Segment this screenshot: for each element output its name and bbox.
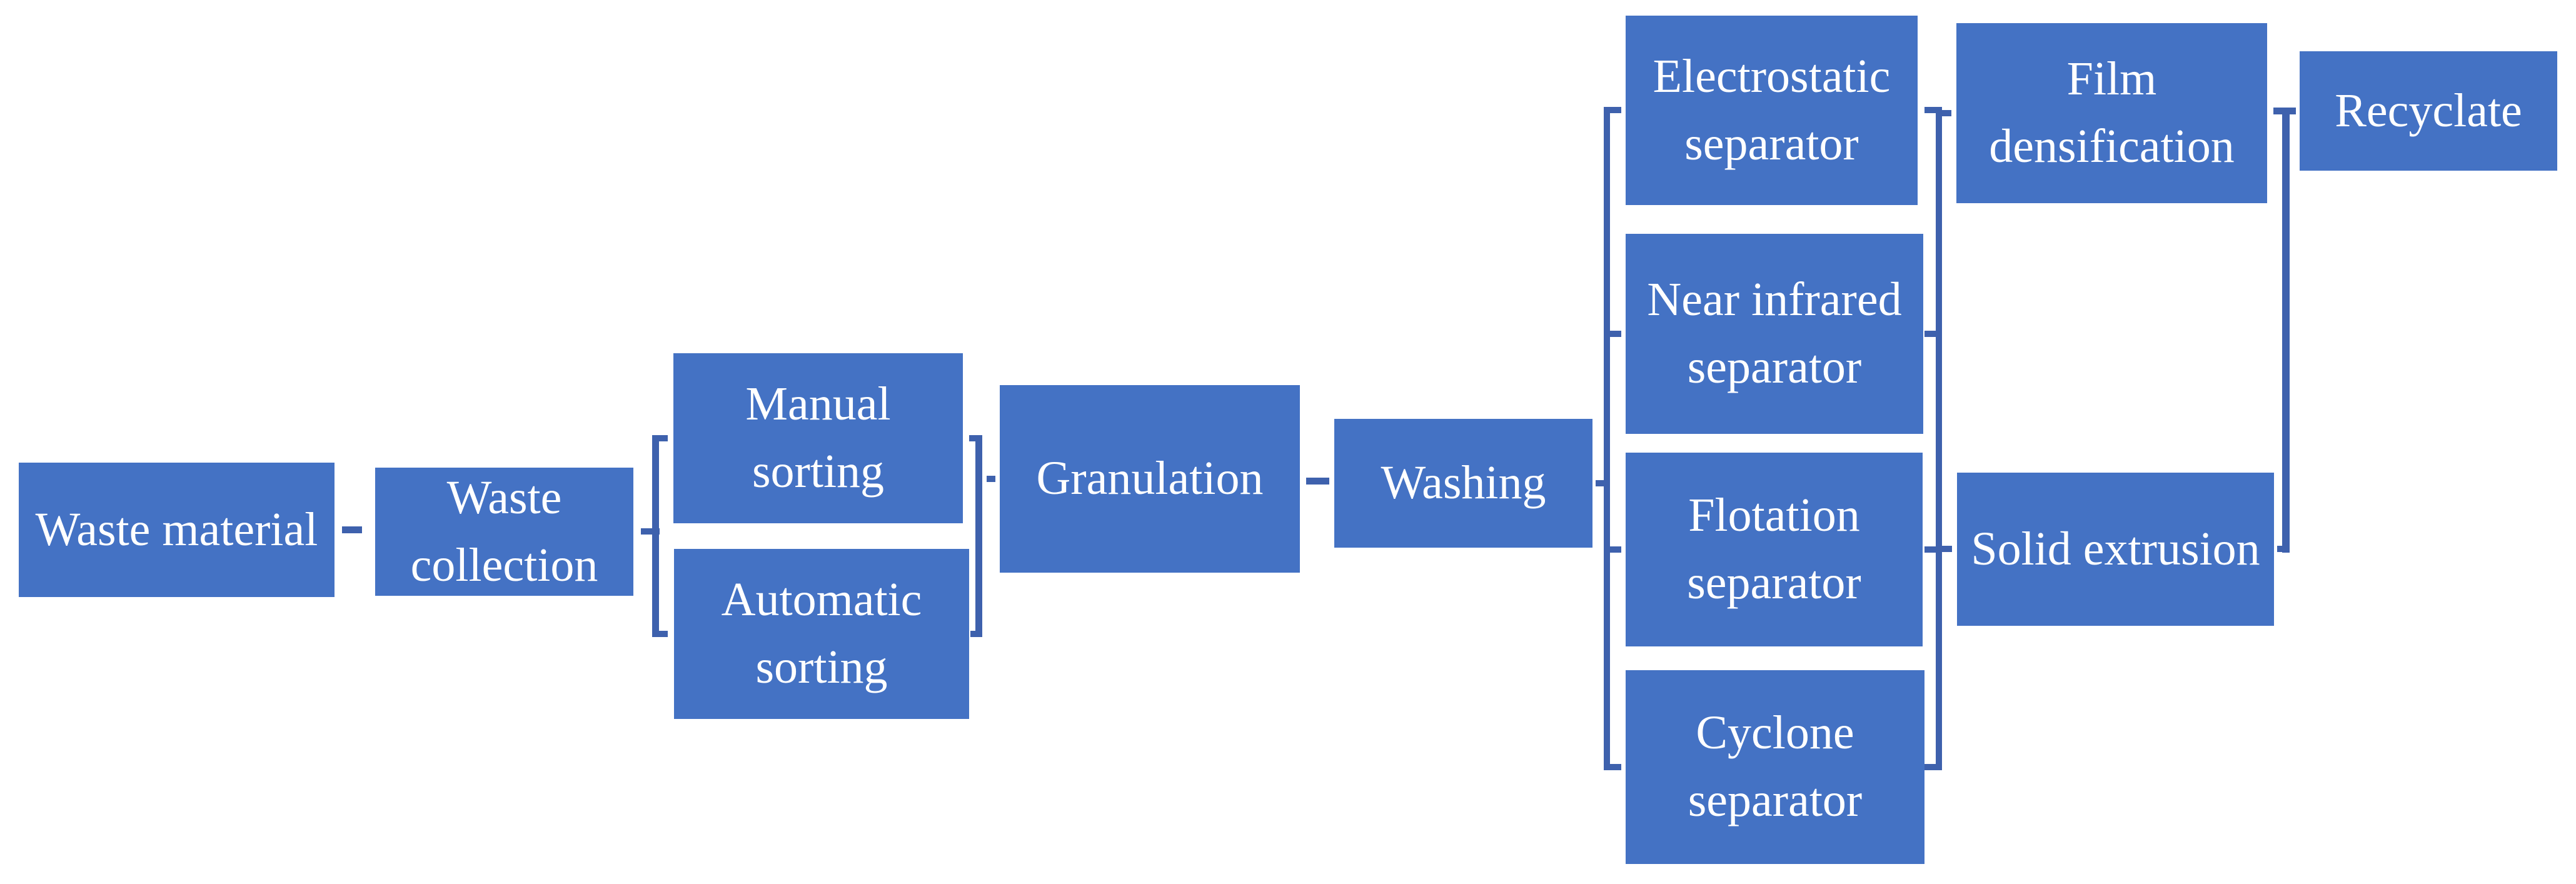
connector-film-densification-stub bbox=[1942, 110, 1951, 116]
node-recyclate: Recyclate bbox=[2300, 51, 2557, 171]
node-manual-sorting: Manual sorting bbox=[673, 353, 963, 523]
connector-washing-stub bbox=[1596, 480, 1606, 486]
connector-arm-near-infrared-out bbox=[1924, 331, 1936, 337]
connector-waste-material-to-waste-collection bbox=[342, 526, 362, 533]
connector-sorting-left-bracket-vertical bbox=[652, 435, 659, 637]
connector-granulation-to-washing bbox=[1306, 478, 1329, 485]
connector-recyclate-bracket-arm-bottom bbox=[2277, 546, 2290, 552]
node-automatic-sorting: Automatic sorting bbox=[674, 549, 969, 719]
connector-arm-cyclone-out bbox=[1924, 764, 1936, 770]
connector-arm-cyclone-in bbox=[1610, 764, 1621, 770]
connector-arm-near-infrared-in bbox=[1610, 331, 1621, 337]
node-film-densification: Film densification bbox=[1956, 23, 2267, 203]
connector-recyclate-bracket-vertical bbox=[2282, 108, 2290, 553]
node-waste-collection: Waste collection bbox=[375, 468, 633, 596]
connector-arm-flotation-in bbox=[1610, 546, 1621, 553]
connector-sorting-right-bracket-arm-bottom bbox=[970, 631, 982, 637]
connector-solid-extrusion-stub bbox=[1942, 546, 1952, 552]
connector-separators-right-bracket-vertical bbox=[1936, 107, 1942, 770]
connector-arm-electrostatic-in bbox=[1610, 107, 1621, 113]
connector-arm-electrostatic-out bbox=[1924, 107, 1936, 113]
node-granulation: Granulation bbox=[1000, 385, 1300, 573]
node-waste-material: Waste material bbox=[19, 463, 335, 597]
connector-waste-collection-stub bbox=[641, 528, 660, 535]
node-near-infrared-separator: Near infrared separator bbox=[1626, 234, 1923, 434]
connector-separators-left-bracket-vertical bbox=[1604, 107, 1610, 770]
node-washing: Washing bbox=[1334, 419, 1592, 548]
connector-granulation-stub bbox=[987, 476, 995, 482]
connector-sorting-left-bracket-arm-bottom bbox=[652, 631, 668, 637]
node-cyclone-separator: Cyclone separator bbox=[1626, 670, 1924, 864]
connector-sorting-right-bracket-vertical bbox=[975, 435, 982, 637]
connector-arm-flotation-out bbox=[1924, 546, 1936, 553]
node-solid-extrusion: Solid extrusion bbox=[1957, 473, 2274, 626]
node-electrostatic-separator: Electrostatic separator bbox=[1626, 16, 1918, 205]
node-flotation-separator: Flotation separator bbox=[1626, 453, 1923, 646]
connector-sorting-left-bracket-arm-top bbox=[652, 435, 668, 441]
